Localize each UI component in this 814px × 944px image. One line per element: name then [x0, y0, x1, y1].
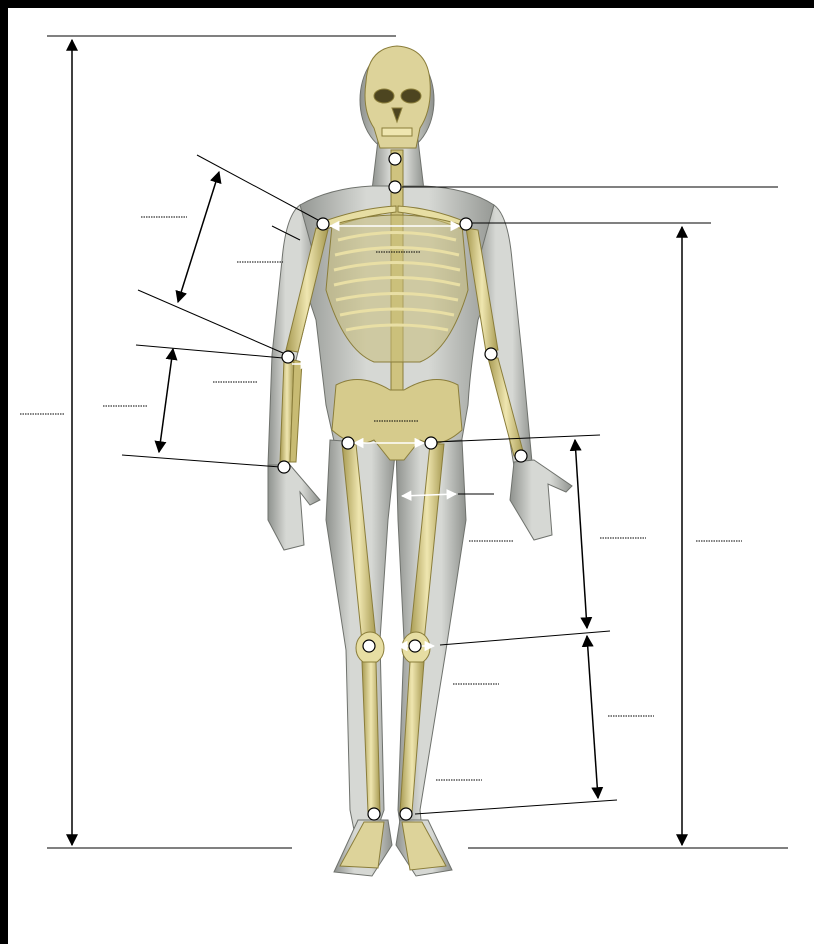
- joint-marker-right-ankle: [368, 808, 380, 820]
- right-hand: [268, 465, 320, 550]
- human-figure: [268, 46, 572, 876]
- joint-marker-chin: [389, 153, 401, 165]
- joint-marker-left-ankle: [400, 808, 412, 820]
- joint-marker-left-knee: [409, 640, 421, 652]
- joint-marker-right-knee: [363, 640, 375, 652]
- right-eye-socket: [374, 89, 394, 103]
- joint-marker-right-wrist: [278, 461, 290, 473]
- thigh-length-arrow: [575, 440, 587, 628]
- elbow-upper-leader-line: [138, 290, 283, 353]
- elbow-lower-leader-line: [136, 345, 283, 358]
- joint-marker-left-hip: [425, 437, 437, 449]
- ankle-leader-line: [415, 800, 617, 814]
- shank-length-arrow: [587, 636, 598, 798]
- knee-leader-line: [440, 631, 610, 645]
- joint-marker-right-shoulder: [317, 218, 329, 230]
- upper-arm-length-arrow: [178, 172, 219, 302]
- joint-marker-left-wrist: [515, 450, 527, 462]
- joint-marker-suprasternal-notch: [389, 181, 401, 193]
- left-hand: [510, 460, 572, 540]
- wrist-leader-line: [122, 455, 280, 467]
- joint-marker-left-shoulder: [460, 218, 472, 230]
- joint-marker-right-elbow: [282, 351, 294, 363]
- joint-marker-right-hip: [342, 437, 354, 449]
- teeth: [382, 128, 412, 136]
- joint-marker-left-elbow: [485, 348, 497, 360]
- body-silhouette: [268, 48, 572, 876]
- left-eye-socket: [401, 89, 421, 103]
- shoulder-leader-line: [197, 155, 318, 220]
- forearm-length-arrow: [159, 349, 173, 452]
